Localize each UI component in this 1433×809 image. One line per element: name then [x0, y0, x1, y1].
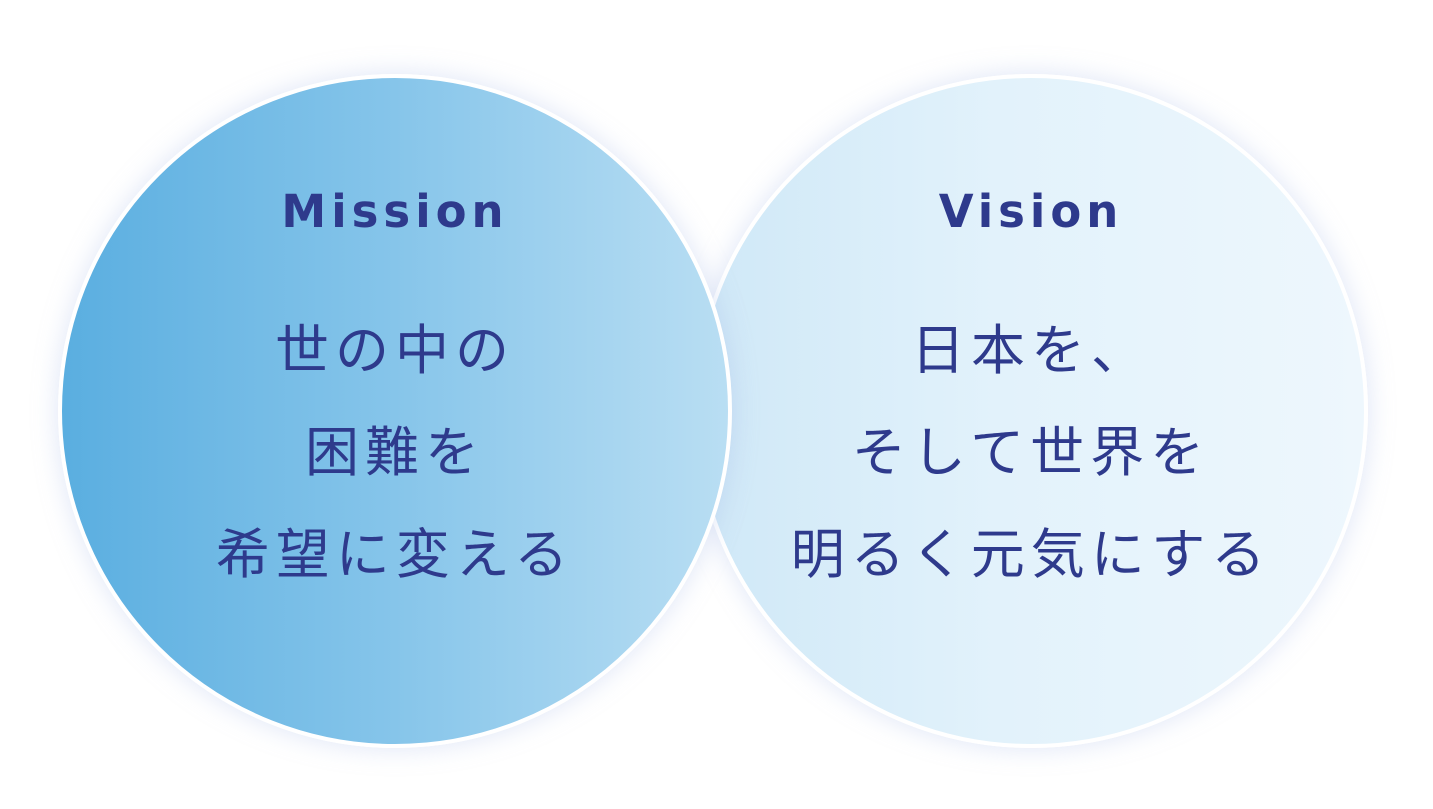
mission-statement: 世の中の 困難を 希望に変える — [62, 300, 728, 606]
vision-circle: Vision 日本を、 そして世界を 明るく元気にする — [694, 74, 1368, 748]
mission-circle: Mission 世の中の 困難を 希望に変える — [58, 74, 732, 748]
mission-line-2: 困難を — [305, 421, 485, 484]
vision-content: Vision 日本を、 そして世界を 明るく元気にする — [698, 186, 1364, 606]
mission-content: Mission 世の中の 困難を 希望に変える — [62, 186, 728, 606]
mission-line-1: 世の中の — [275, 319, 515, 382]
vision-heading: Vision — [938, 185, 1124, 238]
vision-line-1: 日本を、 — [911, 319, 1151, 382]
mission-heading: Mission — [281, 185, 509, 238]
vision-statement: 日本を、 そして世界を 明るく元気にする — [698, 300, 1364, 606]
mission-line-3: 希望に変える — [215, 523, 575, 586]
vision-line-2: そして世界を — [851, 421, 1211, 484]
vision-line-3: 明るく元気にする — [790, 523, 1272, 586]
